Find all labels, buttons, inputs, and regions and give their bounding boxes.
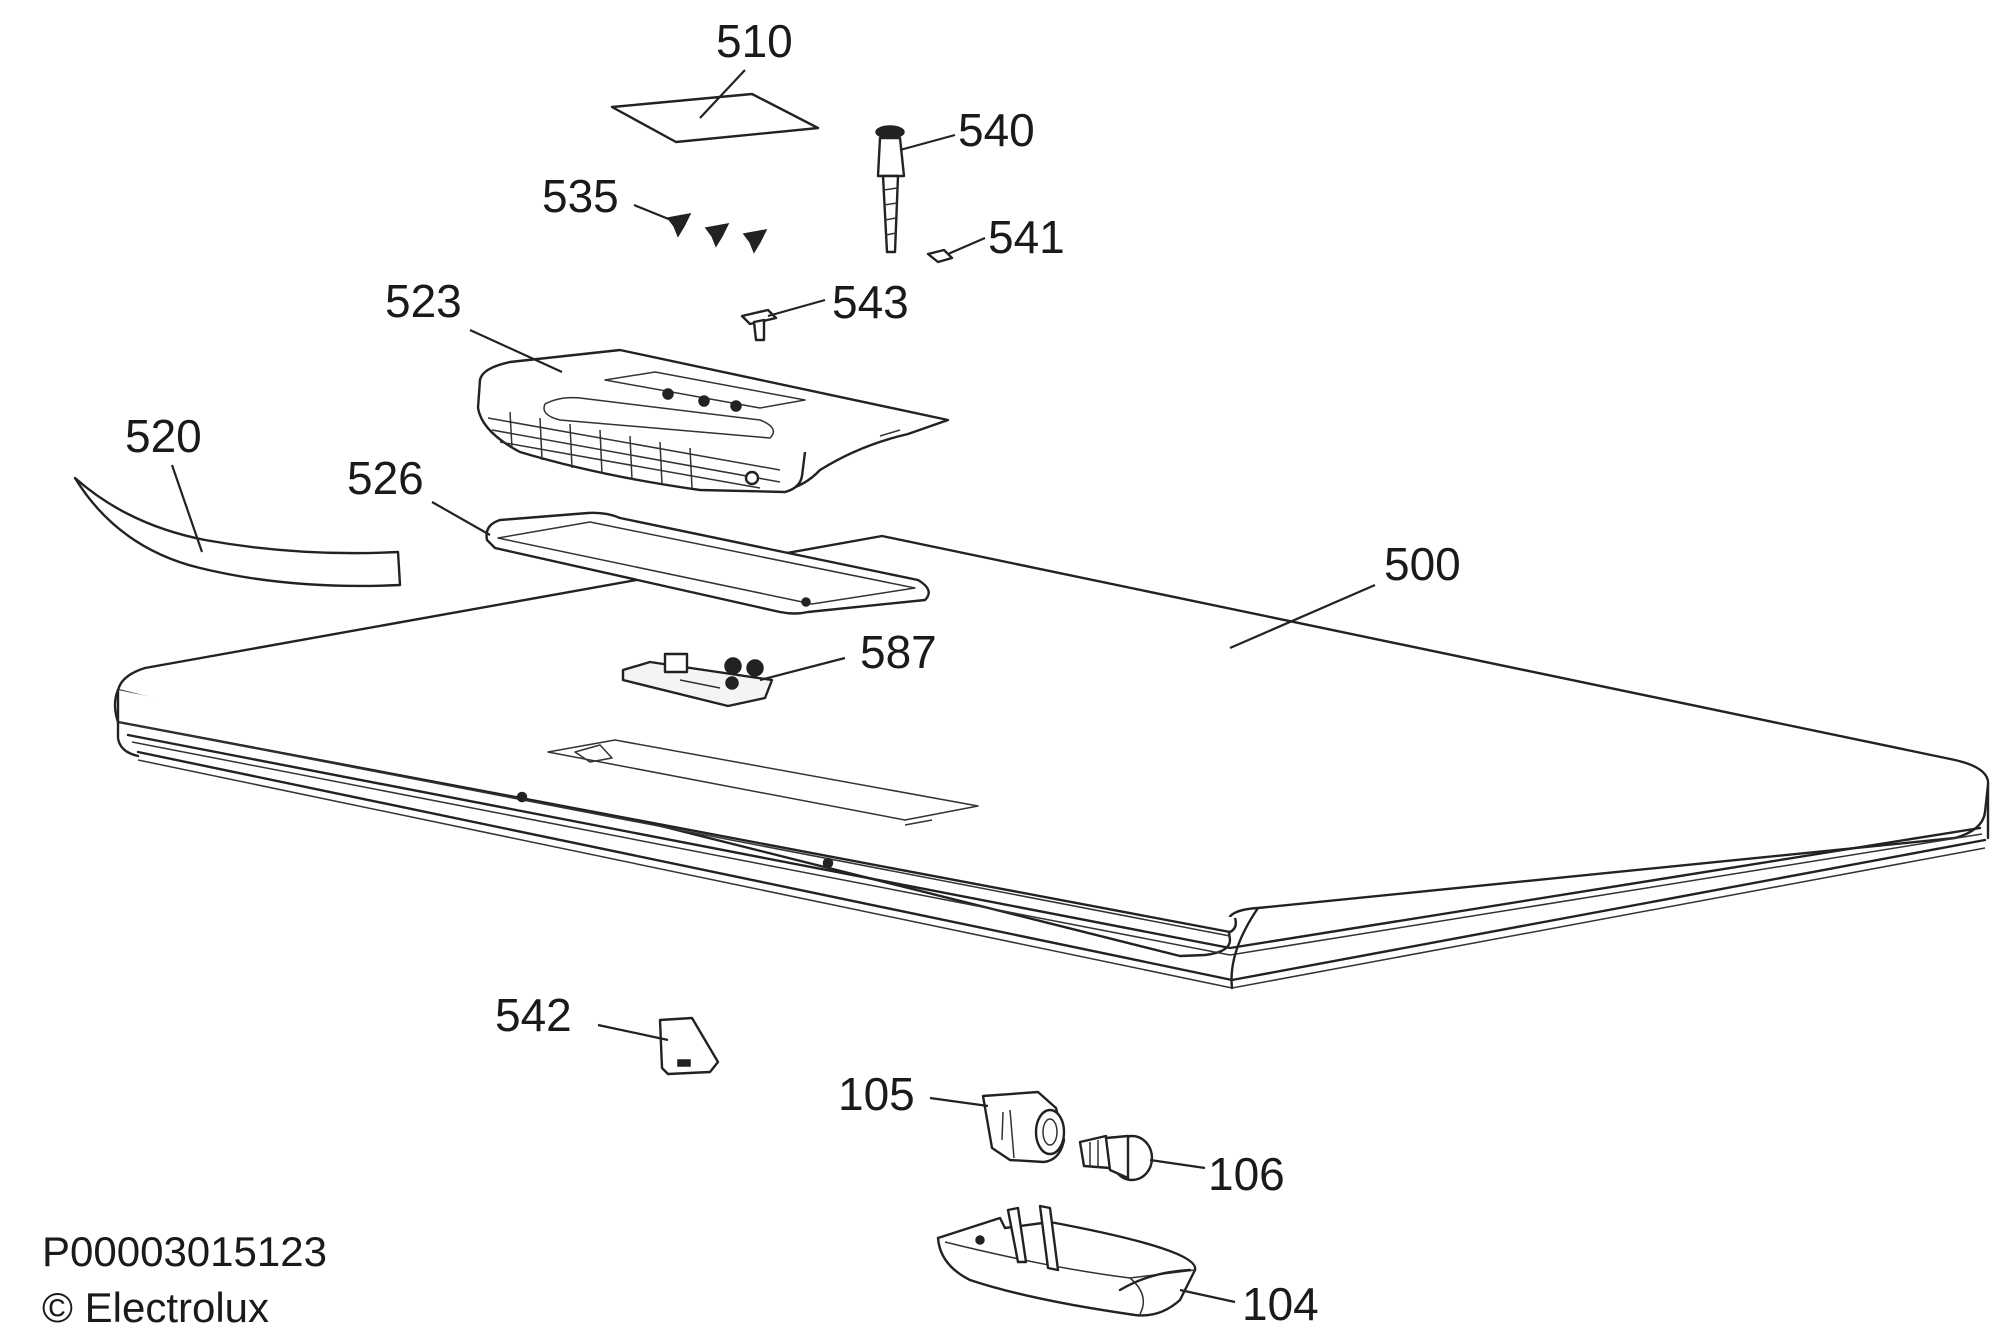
- leader-587: [759, 656, 846, 682]
- part-542-cover: [658, 1016, 720, 1076]
- copyright-notice: © Electrolux: [42, 1284, 269, 1331]
- label-541: 541: [988, 211, 1065, 263]
- part-104-handle-cover: [936, 1204, 1197, 1317]
- leader-542: [597, 1023, 669, 1042]
- leader-541: [947, 236, 986, 256]
- leader-523: [469, 328, 563, 374]
- part-523-control-housing: [476, 348, 950, 494]
- label-587: 587: [860, 626, 937, 678]
- part-540-bolt: [875, 125, 906, 254]
- leader-543: [767, 298, 826, 318]
- leader-104: [1179, 1288, 1236, 1304]
- part-543-pin: [740, 308, 778, 342]
- drawing-id: P00003015123: [42, 1228, 327, 1275]
- part-520-curved-strip: [73, 476, 402, 588]
- part-541-clip: [926, 248, 954, 264]
- leader-500: [1229, 583, 1376, 650]
- leader-105: [929, 1096, 989, 1108]
- label-106: 106: [1208, 1148, 1285, 1200]
- footer: P00003015123 © Electrolux: [42, 1228, 327, 1331]
- part-526-gasket: [485, 511, 930, 615]
- leader-535: [633, 203, 677, 224]
- label-523: 523: [385, 275, 462, 327]
- label-535: 535: [542, 170, 619, 222]
- leader-lines: [170, 69, 1376, 1304]
- label-510: 510: [716, 15, 793, 67]
- label-543: 543: [832, 276, 909, 328]
- label-500: 500: [1384, 538, 1461, 590]
- label-540: 540: [958, 104, 1035, 156]
- label-526: 526: [347, 452, 424, 504]
- part-labels: 510 540 535 541 543 523 520 526 500 587 …: [125, 15, 1461, 1330]
- leader-520: [170, 464, 204, 553]
- part-105-bracket: [981, 1090, 1066, 1164]
- leader-540: [899, 133, 956, 152]
- label-520: 520: [125, 410, 202, 462]
- label-105: 105: [838, 1068, 915, 1120]
- leader-510: [699, 69, 746, 119]
- label-542: 542: [495, 989, 572, 1041]
- part-535-screws: [666, 212, 768, 254]
- leader-526: [431, 501, 491, 536]
- leader-106: [1149, 1158, 1206, 1170]
- part-106-knob: [1078, 1134, 1154, 1182]
- part-587-circuit-board: [621, 652, 774, 708]
- part-500-top-panel: [113, 534, 1990, 990]
- part-510-label-plate: [610, 92, 820, 144]
- label-104: 104: [1242, 1278, 1319, 1330]
